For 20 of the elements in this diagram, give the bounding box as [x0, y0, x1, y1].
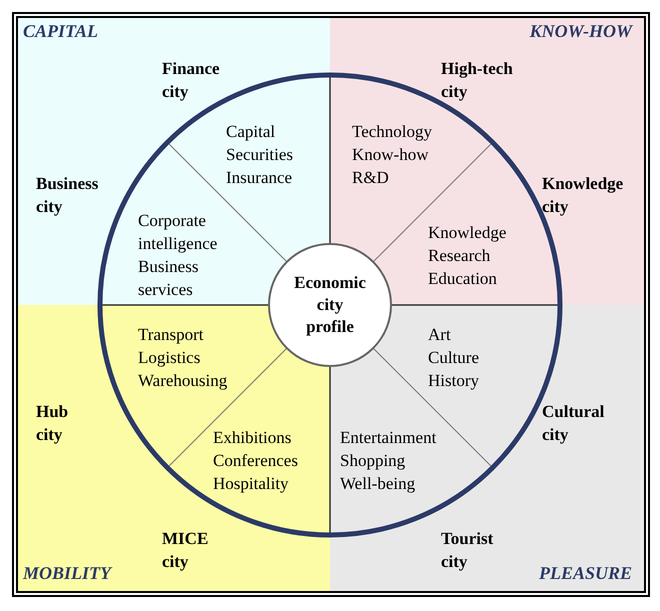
sector-label: Capital Securities Insurance: [226, 121, 294, 189]
sector-label: Corporate intelligence Business services: [138, 210, 218, 301]
city-type-label: Business city: [36, 173, 98, 218]
city-type-label: Hub city: [36, 401, 68, 446]
quadrant-heading: CAPITAL: [23, 20, 98, 43]
sector-label: Art Culture History: [428, 324, 479, 392]
city-type-label: Tourist city: [441, 528, 494, 573]
sector-label: Knowledge Research Education: [428, 222, 506, 290]
quadrant-heading: PLEASURE: [538, 562, 632, 585]
city-type-label: MICE city: [162, 528, 208, 573]
sector-label: Transport Logistics Warehousing: [138, 324, 228, 392]
city-type-label: Knowledge city: [542, 173, 624, 218]
city-type-label: Finance city: [162, 58, 220, 103]
sector-label: Entertainment Shopping Well-being: [340, 427, 436, 495]
sector-label: Exhibitions Conferences Hospitality: [213, 427, 298, 495]
city-type-label: High-tech city: [441, 58, 513, 103]
quadrant-heading: MOBILITY: [23, 562, 112, 585]
sector-label: Technology Know-how R&D: [352, 121, 432, 189]
city-type-label: Cultural city: [542, 401, 604, 446]
quadrant-heading: KNOW-HOW: [530, 20, 632, 43]
